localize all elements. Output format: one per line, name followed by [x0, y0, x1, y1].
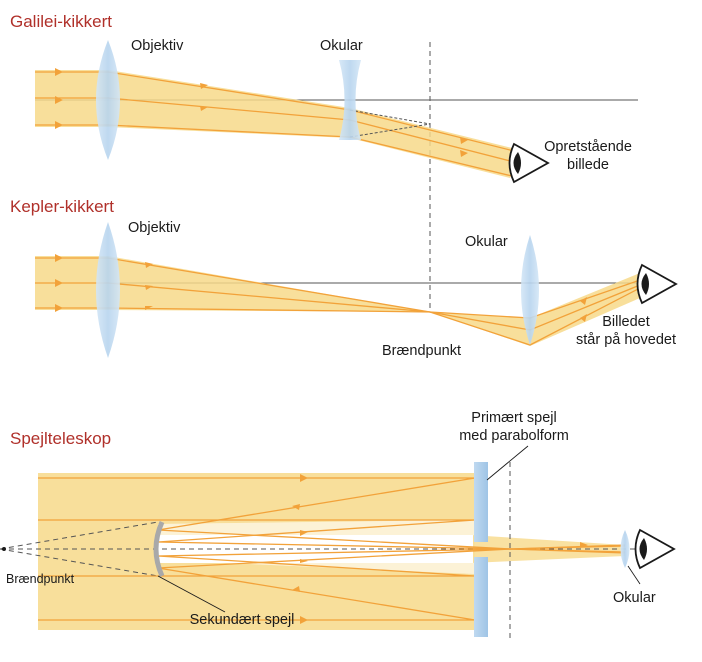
ray-arrow — [55, 121, 63, 129]
kepler-objective-label: Objektiv — [128, 220, 181, 236]
secondary-leader-line — [157, 575, 226, 613]
ray-arrow — [145, 285, 153, 290]
kepler-objective-lens-icon — [96, 222, 120, 358]
ray-arrow — [292, 504, 300, 510]
galilei-ray-top — [35, 71, 523, 154]
ray-arrow — [200, 83, 208, 89]
galilei-beam-out — [350, 108, 520, 178]
kepler-focal-point-label: Brændpunkt — [382, 343, 461, 359]
ray-arrow — [580, 542, 588, 548]
primary-mirror-bottom-icon — [474, 557, 488, 637]
ray-arrow — [460, 137, 468, 144]
galilei-eyepiece-lens-icon — [339, 60, 361, 140]
ray-arrow — [300, 530, 308, 536]
ray-arrow — [460, 150, 468, 157]
galilei-virtual-ray — [349, 109, 431, 125]
ray-arrow — [55, 279, 63, 287]
kepler-image-label-1: Billedet — [602, 314, 650, 330]
galilei-eyepiece-label: Okular — [320, 38, 363, 54]
galilei-image-label-1: Opretstående — [544, 139, 632, 155]
kepler-eye-icon — [636, 263, 678, 305]
reflector-eyepiece-lens-icon — [620, 530, 630, 568]
kepler-beam-out — [530, 273, 640, 346]
reflector-beam-top — [38, 473, 475, 524]
galilei-beam-in — [35, 70, 350, 138]
ray-arrow — [580, 297, 587, 305]
ray-arrow — [145, 306, 153, 310]
ray-arrow — [200, 106, 208, 111]
secondary-mirror-label: Sekundært spejl — [190, 612, 295, 628]
galilei-objective-label: Objektiv — [131, 38, 184, 54]
galilei-ray-mid — [35, 97, 519, 164]
reflector-focal-point-label: Brændpunkt — [6, 572, 75, 586]
eyepiece-leader-line — [627, 565, 641, 585]
focal-point-dot — [2, 547, 6, 551]
reflector-eyepiece-label: Okular — [613, 590, 656, 606]
kepler-section: Kepler-kikkert Objektiv Okular Brændpunk… — [10, 197, 678, 359]
ray-arrow — [292, 586, 300, 592]
reflector-beam-eyepiece — [470, 535, 625, 563]
kepler-ray-bottom — [35, 279, 641, 319]
kepler-beam — [35, 256, 530, 346]
ray-arrow — [300, 559, 308, 563]
galilei-image-label-2: billede — [567, 157, 609, 173]
galilei-objective-lens-icon — [96, 40, 120, 160]
galilei-eye-icon — [508, 142, 550, 184]
ray-arrow — [55, 254, 63, 262]
reflector-beam-left — [38, 473, 158, 630]
kepler-eyepiece-label: Okular — [465, 234, 508, 250]
primary-label-2: med parabolform — [459, 428, 569, 444]
galilei-ray-bottom — [35, 124, 513, 177]
ray-arrow — [145, 262, 153, 268]
kepler-image-label-2: står på hovedet — [576, 332, 676, 348]
ray-arrow — [580, 314, 587, 322]
reflector-eye-icon — [634, 528, 676, 570]
reflector-section: Spejlteleskop — [0, 410, 676, 640]
ray-arrow — [55, 96, 63, 104]
reflector-title: Spejlteleskop — [10, 429, 111, 448]
primary-label-1: Primært spejl — [471, 410, 556, 426]
reflector-beam-bottom — [158, 560, 475, 630]
primary-mirror-top-icon — [474, 462, 488, 542]
ray-arrow — [55, 68, 63, 76]
secondary-mirror-icon — [153, 520, 165, 578]
galilei-virtual-ray-2 — [349, 123, 431, 138]
galilei-title: Galilei-kikkert — [10, 12, 112, 31]
kepler-eyepiece-lens-icon — [521, 235, 539, 345]
ray-arrow — [300, 474, 308, 482]
kepler-title: Kepler-kikkert — [10, 197, 114, 216]
primary-leader-line — [486, 445, 529, 481]
ray-arrow — [300, 616, 308, 624]
ray-arrow — [55, 304, 63, 312]
galilei-section: Galilei-kikkert Objektiv Okular Opretstå… — [10, 12, 638, 308]
